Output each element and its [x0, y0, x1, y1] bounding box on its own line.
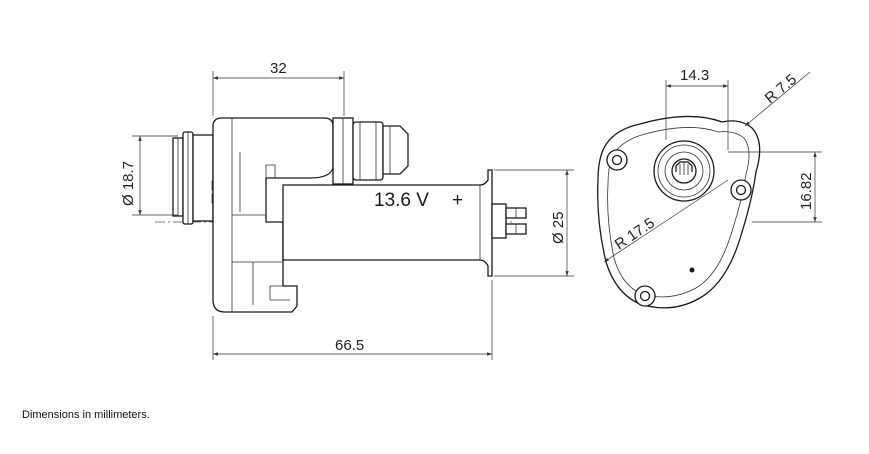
side-view: 13.6 V + 32 66.5 Ø 18.7 Ø 25: [120, 60, 574, 360]
dimension-offset-vertical-value: 16.82: [798, 172, 815, 210]
dimension-top-length: 32: [212, 60, 345, 116]
locator-pin: [689, 267, 695, 273]
dimension-motor-diameter: Ø 25: [494, 169, 574, 277]
dimension-radius-small: R 7.5: [744, 71, 811, 127]
caption: Dimensions in millimeters.: [22, 409, 150, 421]
motor-body: [282, 169, 493, 277]
voltage-label: 13.6 V: [374, 190, 429, 211]
dimension-top-length-value: 32: [270, 60, 287, 77]
dimension-offset-vertical: 16.82: [728, 151, 822, 223]
front-view: 14.3 R 7.5 16.82 R 17.5: [597, 67, 822, 309]
dimension-overall-length: 66.5: [212, 280, 493, 360]
mounting-hole-bottom: [634, 285, 656, 307]
front-housing-outline: [597, 115, 761, 309]
polarity-label: +: [452, 190, 463, 211]
dimension-overall-length-value: 66.5: [335, 337, 364, 354]
dimension-connector-diameter-value: Ø 18.7: [120, 161, 137, 206]
connector-flange: [172, 131, 218, 225]
dimension-motor-diameter-value: Ø 25: [550, 211, 567, 244]
mounting-hole-left: [606, 149, 628, 171]
dimension-connector-diameter: Ø 18.7: [120, 135, 178, 216]
front-housing-inner: [607, 127, 750, 298]
gearbox-housing: [212, 117, 334, 313]
motor-terminal: [491, 203, 527, 239]
dimension-offset-horizontal-value: 14.3: [680, 67, 709, 84]
mounting-hole-right: [730, 179, 752, 201]
dimension-radius-small-value: R 7.5: [762, 71, 800, 107]
threaded-fitting: [332, 117, 409, 185]
dimension-offset-horizontal: 14.3: [665, 67, 729, 150]
output-gear: [653, 140, 715, 202]
